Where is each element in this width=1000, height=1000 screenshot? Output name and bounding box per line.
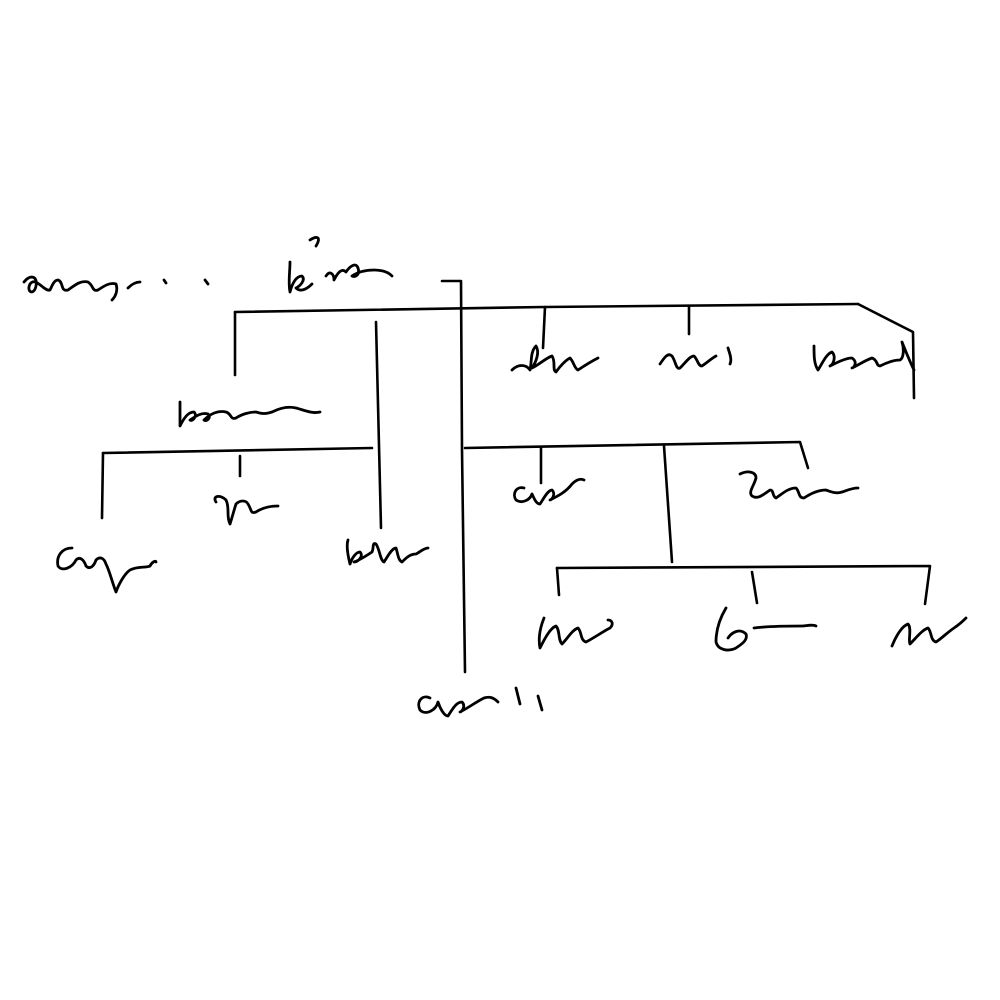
drop-leaf-left-1 <box>100 451 105 520</box>
drop-leaf-left-3 <box>374 320 383 530</box>
root-left-dot-3 <box>203 278 210 286</box>
root-right-caret <box>308 236 320 248</box>
bottom-right-bar <box>555 564 932 606</box>
top-right-1 <box>510 344 600 374</box>
root-left-label <box>22 275 210 302</box>
bottom-right-2 <box>714 606 818 652</box>
bottom-center <box>417 686 544 718</box>
root-left-scribble <box>22 275 119 302</box>
drop-bottom-right-1 <box>555 566 561 597</box>
central-vertical <box>440 279 467 674</box>
root-left-dot-2 <box>162 278 168 285</box>
root-right-scribble-2 <box>324 263 394 282</box>
mid-right-2 <box>738 470 860 500</box>
top-right-2 <box>658 346 733 370</box>
top-right-3 <box>812 340 916 372</box>
left-subtree-bar <box>101 446 374 455</box>
mid-right-bar <box>463 440 810 470</box>
node-mid-left <box>178 400 322 428</box>
mid-right-1 <box>513 477 586 506</box>
leaf-left-3 <box>345 538 430 566</box>
bottom-right-1 <box>537 616 614 650</box>
root-right-label <box>287 236 394 294</box>
leaf-left-1 <box>56 546 158 594</box>
drop-bottom-subtree <box>662 444 674 564</box>
leaf-left-2 <box>213 495 280 526</box>
root-left-dot-1 <box>126 280 142 290</box>
bottom-right-3 <box>890 616 968 648</box>
drop-top-right-1 <box>541 305 547 350</box>
handwritten-labels <box>22 236 968 718</box>
root-right-scribble-1 <box>287 260 314 294</box>
branch-lines <box>100 279 932 674</box>
main-horizontal-bar <box>233 302 860 314</box>
drop-top-right-3 <box>856 302 916 400</box>
drop-bottom-right-2 <box>750 570 759 605</box>
